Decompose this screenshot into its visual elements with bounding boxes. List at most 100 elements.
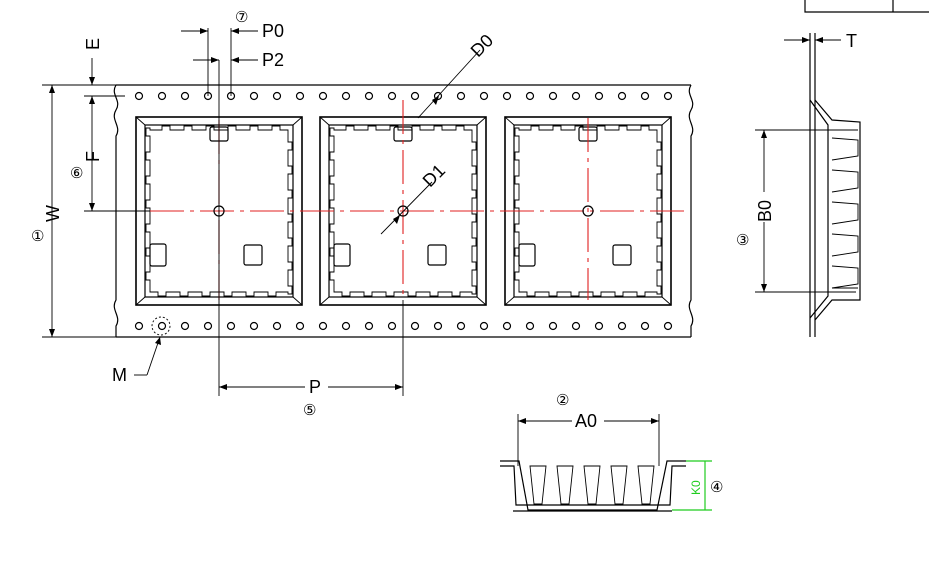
sprocket-hole <box>594 91 604 101</box>
sprocket-hole <box>295 321 305 331</box>
sprocket-hole <box>525 321 535 331</box>
sprocket-hole <box>617 321 627 331</box>
sprocket-hole <box>318 91 328 101</box>
callout-2: ② <box>556 392 569 409</box>
p0-label: P0 <box>262 21 284 41</box>
sprocket-hole <box>341 91 351 101</box>
end-view-ribs <box>529 465 655 505</box>
end-rib <box>610 465 628 505</box>
sprocket-hole <box>502 321 512 331</box>
sprocket-hole <box>134 91 144 101</box>
sprocket-hole <box>180 321 190 331</box>
a0-label: A0 <box>575 411 597 431</box>
m-hole-highlight <box>151 316 171 336</box>
f-label: F <box>83 151 103 162</box>
sprocket-hole <box>249 321 259 331</box>
callout-7: ⑦ <box>235 9 248 26</box>
sprocket-hole <box>640 91 650 101</box>
sprocket-hole <box>410 321 420 331</box>
w-label: W <box>43 205 63 222</box>
sprocket-hole <box>663 91 673 101</box>
pocket-bottom-right-pad <box>612 244 632 266</box>
pocket-bottom-right-pad <box>427 244 447 266</box>
callout-5: ⑤ <box>303 402 316 419</box>
pocket-wall <box>514 125 662 297</box>
sprocket-hole <box>387 321 397 331</box>
sprocket-hole <box>456 321 466 331</box>
callout-4: ④ <box>710 479 723 496</box>
pocket-wall <box>145 125 293 297</box>
side-rib <box>831 169 859 193</box>
sprocket-hole <box>571 91 581 101</box>
sprocket-hole <box>502 91 512 101</box>
sprocket-hole <box>548 321 558 331</box>
sprocket-hole <box>640 321 650 331</box>
e-f-w-dimensions <box>42 58 150 338</box>
sprocket-hole <box>272 321 282 331</box>
pocket-bottom-right-pad <box>243 244 263 266</box>
side-rib <box>831 137 859 161</box>
side-rib <box>831 265 859 289</box>
side-rib <box>831 201 859 225</box>
sprocket-hole <box>410 91 420 101</box>
sprocket-hole <box>226 321 236 331</box>
end-view <box>500 414 712 512</box>
sprocket-hole <box>617 91 627 101</box>
d0-dimension <box>417 49 481 119</box>
sprocket-hole <box>364 321 374 331</box>
p0-p2-dimensions <box>181 28 258 396</box>
title-block-corner <box>804 0 929 13</box>
end-rib <box>583 465 601 505</box>
callout-6: ⑥ <box>70 165 83 182</box>
sprocket-hole <box>479 91 489 101</box>
callout-1: ① <box>31 228 44 245</box>
sprocket-holes-top <box>134 91 673 101</box>
sprocket-holes-bottom <box>134 321 673 331</box>
sprocket-hole <box>272 91 282 101</box>
t-label: T <box>846 31 857 51</box>
sprocket-hole <box>433 91 443 101</box>
sprocket-hole <box>318 321 328 331</box>
side-view-ribs <box>831 137 859 289</box>
sprocket-hole <box>134 321 144 331</box>
sprocket-hole <box>479 321 489 331</box>
sprocket-hole <box>525 91 535 101</box>
pocket-bottom-left-pad <box>518 243 536 267</box>
m-dimension <box>134 336 161 376</box>
callout-3: ③ <box>736 232 749 249</box>
sprocket-hole <box>456 91 466 101</box>
sprocket-hole <box>157 91 167 101</box>
sprocket-hole <box>663 321 673 331</box>
p-dimension <box>219 300 404 396</box>
e-label: E <box>83 38 103 50</box>
m-label: M <box>112 365 127 385</box>
p-label: P <box>309 377 321 397</box>
pocket-hole-3 <box>582 205 594 217</box>
sprocket-hole <box>387 91 397 101</box>
pocket-bottom-left-pad <box>149 243 167 267</box>
sprocket-hole <box>295 91 305 101</box>
sprocket-hole <box>180 91 190 101</box>
sprocket-hole <box>364 91 374 101</box>
p2-label: P2 <box>262 50 284 70</box>
sprocket-hole <box>341 321 351 331</box>
d1-dimension <box>380 181 433 235</box>
end-rib <box>637 465 655 505</box>
pocket-bottom-left-pad <box>333 243 351 267</box>
end-rib <box>556 465 574 505</box>
b0-label: B0 <box>755 200 775 222</box>
sprocket-hole <box>433 321 443 331</box>
side-view <box>755 33 861 337</box>
k0-label: K0 <box>689 480 703 495</box>
end-rib <box>529 465 547 505</box>
tape-top-view <box>113 84 694 338</box>
sprocket-hole <box>249 91 259 101</box>
sprocket-hole <box>157 321 167 331</box>
d0-label: D0 <box>467 30 497 60</box>
sprocket-hole <box>571 321 581 331</box>
d1-label: D1 <box>419 160 449 190</box>
sprocket-hole <box>548 91 558 101</box>
sprocket-hole <box>594 321 604 331</box>
pocket-wall <box>329 125 477 297</box>
